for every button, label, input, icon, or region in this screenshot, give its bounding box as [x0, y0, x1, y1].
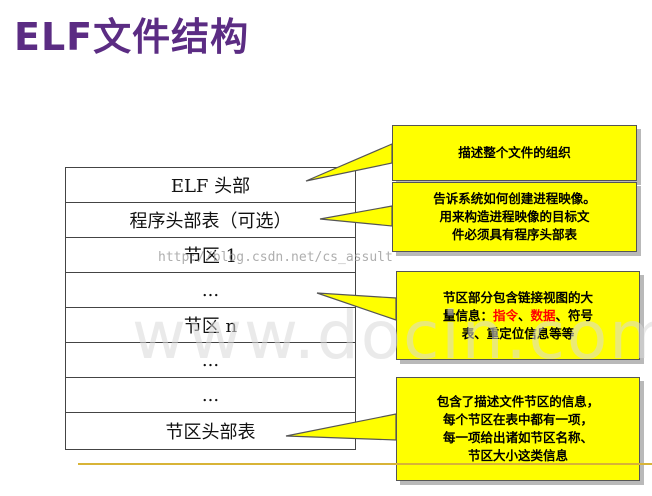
brand-watermark: www.docin.com — [132, 297, 652, 374]
callout-text: 用来构造进程映像的目标文 — [439, 209, 590, 224]
callout-text: 描述整个文件的组织 — [458, 145, 571, 160]
callout-text: 节区大小这类信息 — [467, 448, 568, 463]
callout-text: 节区部分包含链接视图的大 — [442, 289, 593, 305]
callout-text: 、符号 — [555, 307, 594, 323]
pointer-program-header — [319, 205, 393, 227]
callout-elf-header: 描述整个文件的组织 — [392, 125, 637, 181]
callout-text: 包含了描述文件节区的信息， — [436, 394, 600, 409]
callout-text: 表、重定位信息等等 — [461, 325, 575, 341]
ellipsis-row-3: ... — [65, 378, 356, 413]
callout-text: 量信息： — [442, 307, 493, 323]
highlight-data: 数据 — [530, 307, 556, 323]
pointer-sections — [316, 292, 397, 321]
section-n-row: 节区 n — [65, 308, 356, 343]
program-header-table-row: 程序头部表（可选） — [65, 203, 356, 238]
pointer-section-header-table — [285, 413, 397, 441]
section-1-row: 节区 1 — [65, 238, 356, 273]
callout-program-header: 告诉系统如何创建进程映像。 用来构造进程映像的目标文 件必须具有程序头部表 — [392, 182, 637, 252]
callout-text: 告诉系统如何创建进程映像。 — [433, 191, 596, 206]
callout-text: 、 — [517, 307, 531, 323]
ellipsis-row-2: ... — [65, 343, 356, 378]
page-title: ELF文件结构 — [14, 15, 250, 59]
bottom-rule — [78, 463, 652, 465]
highlight-instructions: 指令 — [492, 307, 518, 323]
callout-text-mixed: 量信息：指令、数据、符号 — [397, 307, 639, 325]
elf-header-row: ELF 头部 — [65, 168, 356, 203]
callout-text: 每个节区在表中都有一项， — [442, 412, 593, 427]
elf-structure-table: ELF 头部 程序头部表（可选） 节区 1 ... 节区 n ... ... 节… — [65, 167, 356, 450]
pointer-elf-header — [305, 143, 393, 182]
ellipsis-row-1: ... — [65, 273, 356, 308]
callout-sections: 节区部分包含链接视图的大 量信息：指令、数据、符号 表、重定位信息等等 — [396, 271, 640, 360]
url-watermark: http://blog.csdn.net/cs_assult — [158, 250, 393, 265]
callout-text: 件必须具有程序头部表 — [451, 227, 577, 242]
callout-text: 每一项给出诸如节区名称、 — [442, 430, 593, 445]
